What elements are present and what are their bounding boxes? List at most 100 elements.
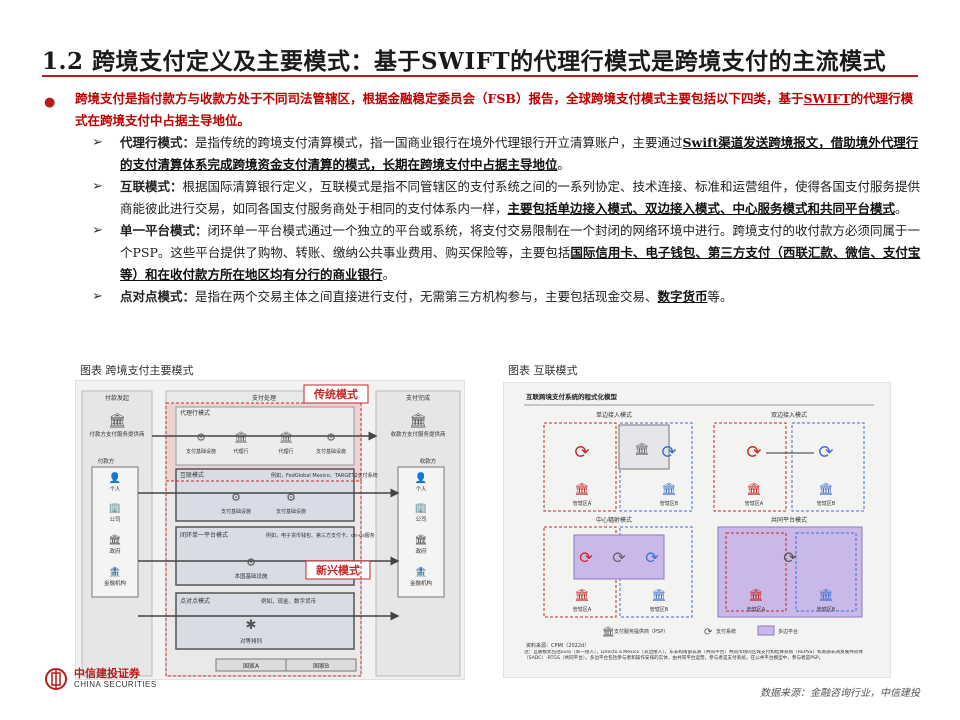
interlink-example: 例如，FedGlobal Mexico、TARGET2支付系统: [271, 472, 378, 479]
item-underline: 主要包括单边接入模式、双边接入模式、中心服务模式和共同平台模式: [507, 201, 896, 216]
p2p-net-label: 对等排列: [240, 637, 263, 645]
arrow-bullet-icon: ➢: [92, 179, 103, 194]
svg-text:🏛: 🏛: [748, 588, 763, 602]
entity-label: 金融机构: [410, 579, 433, 587]
legend-psp: 支付服务提供商（PSP）: [614, 628, 668, 635]
intro-text-2: 的代理行模式在跨境支付中占据主导地位。: [75, 91, 914, 128]
finance-icon: 🏦: [415, 565, 427, 578]
payee-label: 收款方: [420, 457, 437, 465]
infra-icon: ⚙: [246, 556, 256, 569]
item-text: 是指在两个交易主体之间直接进行支付，无需第三方机构参与，主要包括现金交易、: [195, 289, 658, 304]
zone-a: 管辖区A: [573, 606, 592, 613]
company-icon: 🏢: [415, 502, 427, 514]
item-text: 根据国际清算银行定义，互联模式是指不同管辖区的支付系统之间的一系列协定、技术连接…: [120, 179, 921, 216]
psp-left: 付款方支付服务提供商: [89, 430, 145, 438]
svg-text:🏛: 🏛: [574, 482, 589, 496]
item-underline: Swift渠道发送跨境报文，借助境外代理行的支付清算体系完成跨境资金支付清算的模…: [120, 135, 919, 172]
bank-icon: 🏛: [409, 412, 427, 429]
zone-a: 管辖区A: [745, 500, 764, 507]
arrow-bullet-icon: ➢: [92, 135, 103, 150]
svg-text:⟳: ⟳: [645, 548, 659, 567]
infra-label: 支付基础设施: [316, 448, 346, 455]
arrow-bullet-icon: ➢: [92, 289, 103, 304]
q1-title: 单边接入模式: [596, 411, 632, 419]
col-mid-label: 支付处理: [252, 394, 276, 402]
fig2-note: 注：互联模式包括euro（单一接入），Directo a México（双边接入…: [524, 650, 863, 661]
infra-icon: ⚙: [286, 491, 296, 504]
bullet-block: ● 跨境支付是指付款方与收款方处于不同司法管辖区，根据金融稳定委员会（FSB）报…: [40, 88, 925, 308]
finance-icon: 🏦: [109, 565, 121, 578]
svg-text:🏛: 🏛: [634, 442, 649, 456]
legend-sys: 支付系统: [716, 628, 736, 635]
bank-icon: 🏛: [108, 412, 126, 429]
logo-cn: 中信建投证券: [74, 667, 140, 680]
svg-text:🏛: 🏛: [602, 626, 615, 638]
col-left-label: 付款发起: [105, 394, 129, 402]
entity-label: 金融机构: [104, 579, 127, 587]
domestic-infra-label: 本国基础设施: [234, 572, 268, 580]
intro-bullet: ● 跨境支付是指付款方与收款方处于不同司法管辖区，根据金融稳定委员会（FSB）报…: [40, 88, 925, 132]
item-label: 点对点模式：: [120, 289, 196, 304]
item-text-end: 等。: [707, 289, 733, 304]
network-icon: ✱: [246, 618, 257, 633]
government-icon: 🏛: [109, 534, 122, 546]
zone-b: 管辖区B: [660, 500, 679, 507]
zone-a: 管辖区A: [573, 500, 592, 507]
p2p-title: 点对点模式: [180, 597, 210, 605]
item-p2p: ➢ 点对点模式：是指在两个交易主体之间直接进行支付，无需第三方机构参与，主要包括…: [40, 286, 925, 308]
title-divider: [42, 75, 918, 77]
q2-title: 双边接入模式: [771, 411, 807, 419]
arrow-bullet-icon: ➢: [92, 223, 103, 238]
company-logo: 中信建投证券 CHINA SECURITIES: [44, 667, 157, 691]
item-underline: 国际信用卡、电子钱包、第三方支付（西联汇款、微信、支付宝等）和在收付款方所在地区…: [120, 245, 921, 282]
svg-text:⟳: ⟳: [783, 548, 797, 567]
svg-text:🏛: 🏛: [818, 482, 833, 496]
closed-example: 例如，电子货币钱包、第三方支付卡、on-us服务: [266, 532, 375, 539]
correspondent-title: 代理行模式: [180, 409, 210, 417]
company-icon: 🏢: [109, 502, 121, 514]
payment-modes-diagram: 付款发起 支付处理 支付完成 传统模式 代理行模式 🏛 付款方支付服务提供商 🏛…: [75, 380, 465, 680]
infra-label: 支付基础设施: [186, 448, 216, 455]
figure-caption-right: 图表 互联模式: [508, 364, 578, 377]
person-icon: 👤: [415, 471, 427, 484]
infra-icon: ⚙: [326, 431, 336, 444]
infra-label: 支付基础设施: [276, 508, 306, 515]
intro-text-1: 跨境支付是指付款方与收款方处于不同司法管辖区，根据金融稳定委员会（FSB）报告，…: [75, 91, 804, 106]
traditional-tag-text: 传统模式: [313, 387, 358, 401]
country-b: 国家B: [313, 662, 329, 670]
entity-label: 公司: [415, 516, 426, 523]
item-text-end: 。: [382, 267, 396, 282]
infra-icon: ⚙: [196, 431, 206, 444]
psp-right: 收款方支付服务提供商: [390, 430, 446, 438]
interlink-header: 互联跨境支付系统的程式化模型: [526, 392, 618, 401]
bullet-dot-icon: ●: [44, 95, 56, 110]
entity-label: 政府: [109, 547, 121, 555]
logo-en: CHINA SECURITIES: [74, 680, 157, 689]
p2p-example: 例如，现金、数字货币: [261, 597, 317, 605]
svg-text:⟳: ⟳: [818, 442, 833, 463]
government-icon: 🏛: [415, 534, 428, 546]
traditional-tag: [303, 384, 369, 404]
corr-label: 代理行: [233, 448, 248, 455]
person-icon: 👤: [109, 471, 121, 484]
item-text: 闭环单一平台模式通过一个独立的平台或系统，将支付交易限制在一个封闭的网络环境中进…: [120, 223, 921, 260]
item-text-end: 。: [557, 157, 571, 172]
intro-swift: SWIFT: [803, 91, 851, 106]
infra-icon: ⚙: [231, 491, 241, 504]
entity-label: 个人: [415, 486, 427, 493]
zone-b: 管辖区B: [817, 606, 836, 613]
svg-text:⟳: ⟳: [704, 627, 713, 638]
svg-text:⟳: ⟳: [612, 548, 626, 567]
emerging-tag-text: 新兴模式: [316, 563, 360, 577]
q4-title: 共同平台模式: [771, 516, 807, 524]
page-title: 1.2 跨境支付定义及主要模式：基于SWIFT的代理行模式是跨境支付的主流模式: [42, 48, 887, 75]
citic-logo-icon: [45, 668, 67, 690]
svg-text:⟳: ⟳: [574, 442, 589, 463]
item-text-end: 。: [895, 201, 908, 216]
fig2-source: 资料来源：CPMI（2022d）: [526, 642, 589, 649]
svg-text:⟳: ⟳: [579, 548, 593, 567]
closed-title: 闭环单一平台模式: [180, 531, 228, 539]
svg-text:🏛: 🏛: [661, 482, 676, 496]
item-correspondent: ➢ 代理行模式：是指传统的跨境支付清算模式，指一国商业银行在境外代理银行开立清算…: [40, 132, 925, 176]
item-label: 互联模式：: [120, 179, 183, 194]
